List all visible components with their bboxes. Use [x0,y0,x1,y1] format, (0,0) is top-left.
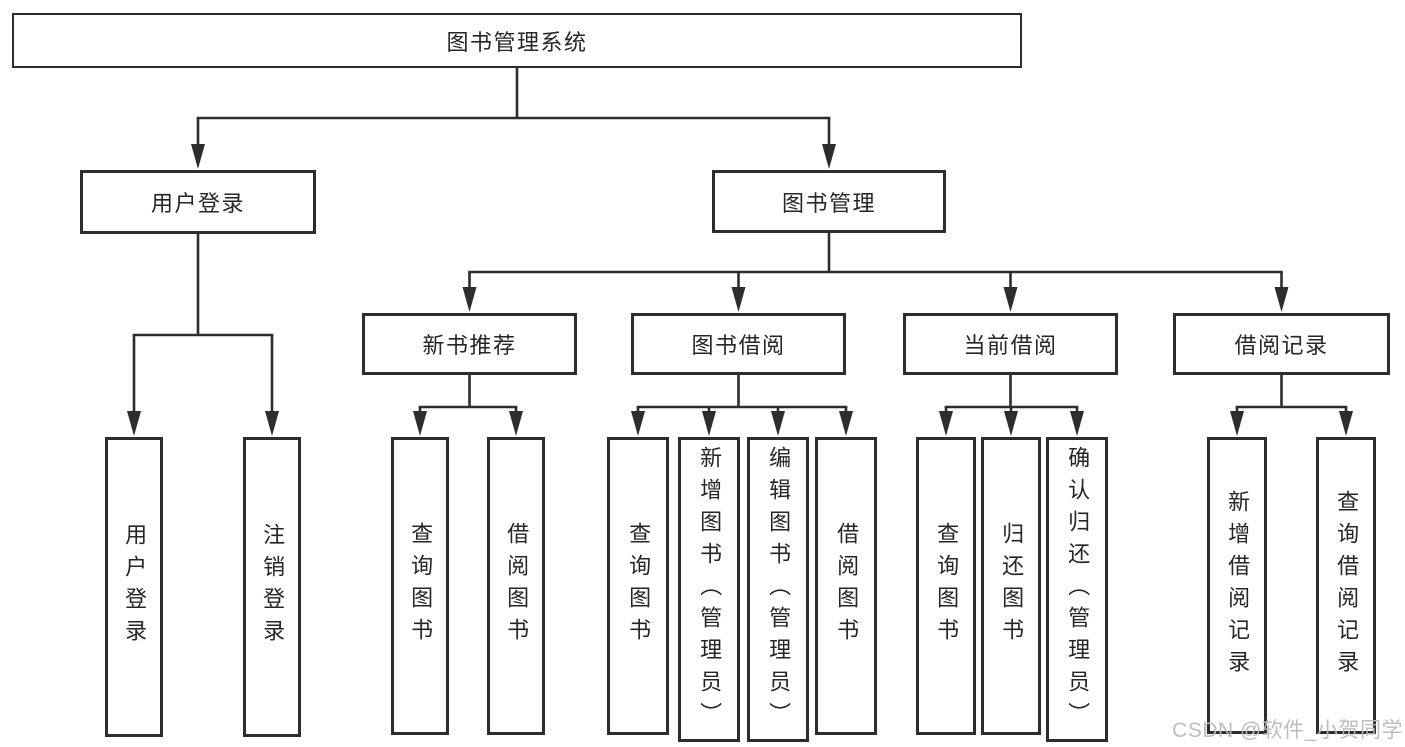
node-box-cb-return-books: 归还图书 [981,437,1041,735]
arrow-down-icon-borrow-records [1274,287,1289,312]
node-label-book-mgmt: 图书管理 [781,190,876,216]
node-box-cb-confirm-return: 确认归还（管理员） [1046,437,1108,742]
node-box-user-login: 用户登录 [80,170,316,234]
node-box-user-login-leaf: 用户登录 [105,437,163,737]
node-box-bb-query-books: 查询图书 [607,437,669,735]
arrow-down-icon-cb-confirm-return [1070,411,1084,436]
node-box-br-add-record: 新增借阅记录 [1207,437,1267,734]
node-label-bb-query-books: 查询图书 [626,522,652,650]
watermark: CSDN @软件_小贺同学 [1172,719,1403,742]
arrow-down-icon-bb-edit-books [771,411,785,436]
node-label-logout-leaf: 注销登录 [260,523,286,651]
node-label-bb-edit-books: 编辑图书（管理员） [766,445,792,734]
node-box-book-mgmt: 图书管理 [712,170,946,233]
node-box-bb-borrow-books: 借阅图书 [815,437,877,735]
node-label-nbr-query-books: 查询图书 [408,522,434,650]
node-box-nbr-query-books: 查询图书 [391,437,449,735]
arrow-down-icon-bb-query-books [631,411,645,436]
node-label-current-borrow: 当前借阅 [963,333,1058,358]
arrow-down-icon-new-book-rec [462,287,477,312]
node-label-borrow-records: 借阅记录 [1234,333,1329,358]
node-box-new-book-rec: 新书推荐 [362,313,577,375]
arrow-down-icon-user-login-leaf [127,411,141,436]
node-label-cb-return-books: 归还图书 [999,522,1025,650]
node-label-new-book-rec: 新书推荐 [422,333,517,358]
arrow-down-icon-cb-return-books [1004,411,1018,436]
arrow-down-icon-book-borrow [731,287,746,312]
node-box-nbr-borrow-books: 借阅图书 [487,437,545,735]
node-label-cb-query-books: 查询图书 [934,522,960,650]
node-label-bb-add-books: 新增图书（管理员） [697,445,723,734]
node-label-user-login: 用户登录 [150,191,245,216]
arrow-down-icon-bb-borrow-books [839,411,853,436]
arrow-down-icon-cb-query-books [939,411,953,436]
arrow-down-icon-nbr-borrow-books [509,411,523,436]
node-box-cb-query-books: 查询图书 [916,437,976,735]
node-label-br-query-record: 查询借阅记录 [1334,489,1360,682]
arrow-down-icon-br-query-record [1339,411,1353,436]
node-label-cb-confirm-return: 确认归还（管理员） [1065,445,1091,734]
arrow-down-icon-br-add-record [1230,411,1244,436]
node-label-user-login-leaf: 用户登录 [122,523,148,651]
node-box-current-borrow: 当前借阅 [903,313,1118,375]
node-box-root: 图书管理系统 [12,13,1022,68]
node-box-borrow-records: 借阅记录 [1173,313,1390,375]
arrow-down-icon-logout-leaf [265,411,279,436]
node-label-bb-borrow-books: 借阅图书 [834,522,860,650]
arrow-down-icon-user-login [191,144,205,169]
node-box-bb-add-books: 新增图书（管理员） [678,437,740,742]
node-label-root: 图书管理系统 [446,29,588,55]
node-label-book-borrow: 图书借阅 [691,333,786,358]
node-box-logout-leaf: 注销登录 [243,437,301,737]
arrow-down-icon-bb-add-books [702,411,716,436]
node-label-nbr-borrow-books: 借阅图书 [504,522,530,650]
arrow-down-icon-current-borrow [1003,287,1018,312]
node-box-bb-edit-books: 编辑图书（管理员） [747,437,809,742]
node-box-br-query-record: 查询借阅记录 [1316,437,1376,734]
arrow-down-icon-nbr-query-books [413,411,427,436]
node-box-book-borrow: 图书借阅 [631,313,846,375]
arrow-down-icon-book-mgmt [822,144,836,169]
node-label-br-add-record: 新增借阅记录 [1225,489,1251,682]
